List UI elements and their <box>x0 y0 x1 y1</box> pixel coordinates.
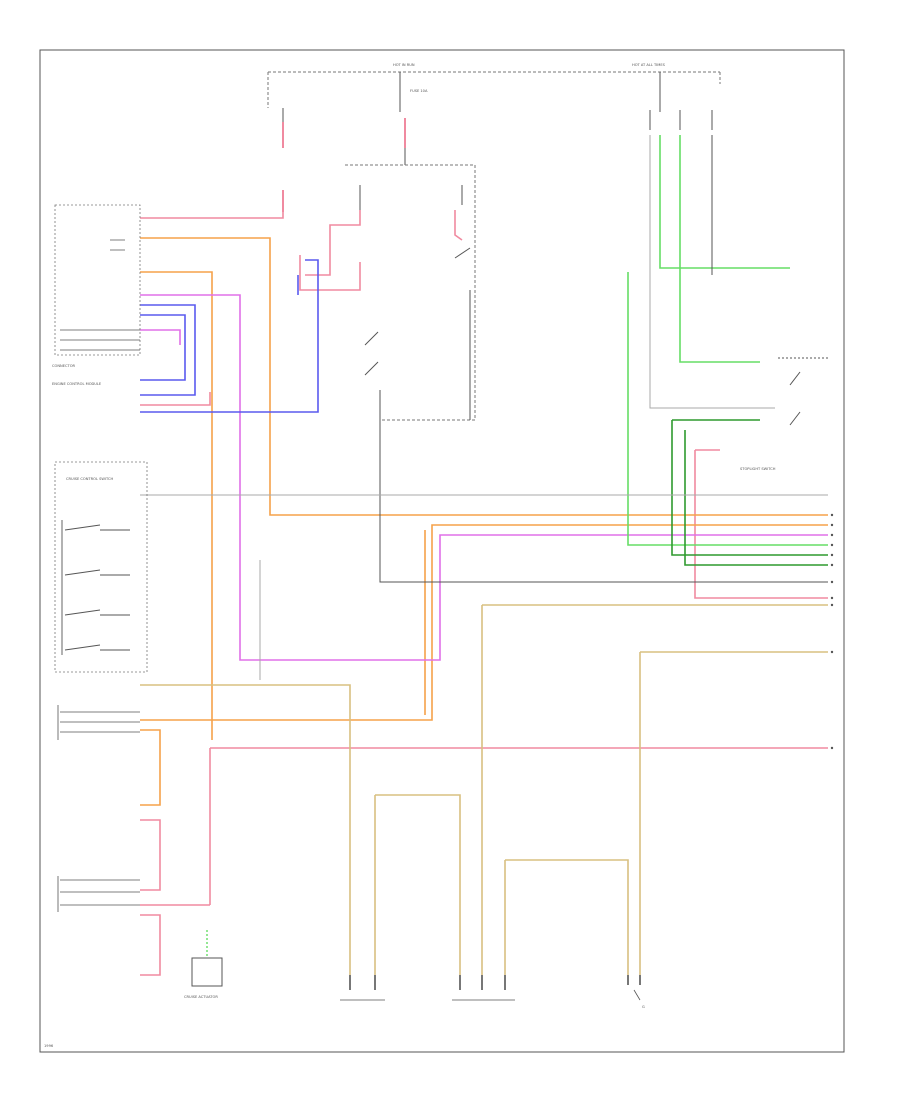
stoplamp-switch-label: STOPLIGHT SWITCH <box>740 467 776 471</box>
footer-label: 1996 <box>44 1044 54 1048</box>
actuator-label: CRUISE ACTUATOR <box>184 995 218 999</box>
green-wires <box>627 135 828 546</box>
bottom-connector-lines <box>340 989 641 1001</box>
tan-wires <box>140 604 828 975</box>
violet-wires <box>140 294 828 661</box>
darkgreen-wires <box>671 419 828 566</box>
module-left-label: ENGINE CONTROL MODULE <box>52 382 102 386</box>
lightgray-wires <box>140 135 828 680</box>
ground-label: G <box>642 1005 645 1009</box>
cruise-switch-contacts <box>61 520 130 655</box>
gray-wires <box>379 135 828 583</box>
diagram-border <box>39 49 845 1053</box>
hot-top-label: HOT IN RUN <box>393 63 415 67</box>
bottom-connector-ticks <box>349 975 641 990</box>
orange-wires <box>140 237 828 806</box>
right-terminals <box>830 513 834 750</box>
left-connector-pins <box>60 239 140 351</box>
connector-left-label: CONNECTOR <box>52 364 76 368</box>
left-connector-block <box>54 204 141 356</box>
relay-inner <box>359 185 463 210</box>
fuse-stubs <box>282 72 713 165</box>
cruise-ctrl-label: CRUISE CONTROL SWITCH <box>66 477 113 481</box>
actuator-box <box>191 957 223 987</box>
cruise-control-switch-box <box>54 461 148 673</box>
blue-wires <box>140 259 319 413</box>
pink-wires <box>140 205 828 976</box>
fuse-top-label: FUSE 10A <box>410 89 428 93</box>
center-switches <box>364 247 830 426</box>
relay-box <box>345 164 476 421</box>
top-power-bus <box>267 71 721 108</box>
lower-left-connectors <box>57 705 140 912</box>
hot-top2-label: HOT AT ALL TIMES <box>632 63 666 67</box>
